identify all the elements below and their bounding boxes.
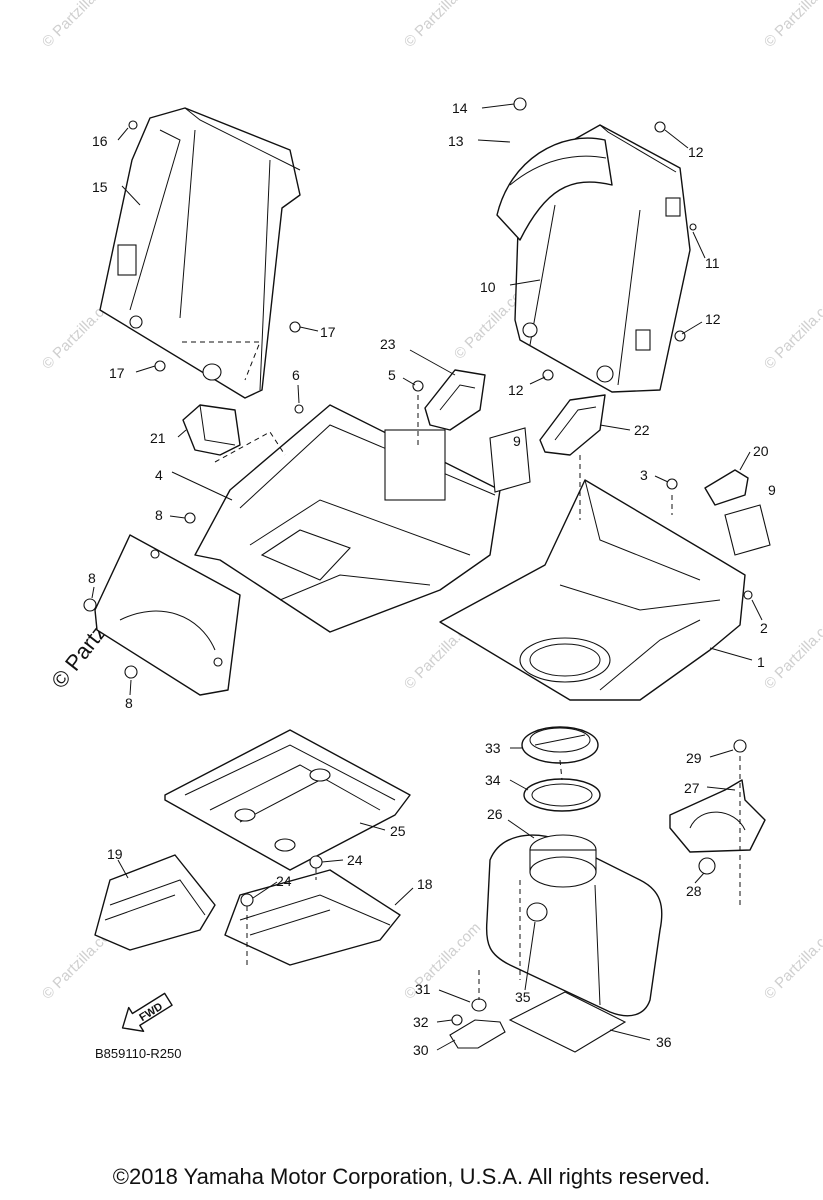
watermark: © Partzilla.com — [401, 919, 484, 1002]
callout-6: 6 — [292, 367, 300, 383]
watermark: © Partzilla.com — [39, 0, 122, 51]
callout-15: 15 — [92, 179, 108, 195]
callout-28: 28 — [686, 883, 702, 899]
part-21-bracket — [182, 404, 241, 456]
callout-20: 20 — [753, 443, 769, 459]
callout-32: 32 — [413, 1014, 429, 1030]
part-30-bracket — [449, 998, 506, 1049]
part-1-right-floor — [439, 479, 746, 701]
part-20-bracket — [704, 469, 749, 506]
callout-24: 24 — [276, 873, 292, 889]
callout-19: 19 — [107, 846, 123, 862]
callout-18: 18 — [417, 876, 433, 892]
callout-8: 8 — [155, 507, 163, 523]
part-36-pad — [508, 991, 627, 1053]
callout-27: 27 — [684, 780, 700, 796]
watermark: © Partzilla.com — [401, 0, 484, 51]
part-34-gasket — [523, 778, 601, 812]
callout-4: 4 — [155, 467, 163, 483]
callout-26: 26 — [487, 806, 503, 822]
part-9-pads — [489, 427, 771, 556]
part-18-guard — [224, 869, 401, 966]
callout-21: 21 — [150, 430, 166, 446]
part-lower-left-guard — [94, 534, 241, 696]
fasteners — [83, 97, 753, 1026]
callout-31: 31 — [415, 981, 431, 997]
watermark: © Partzilla.com — [761, 289, 823, 372]
callout-17: 17 — [320, 324, 336, 340]
part-28-grommet — [698, 857, 716, 875]
callout-24: 24 — [347, 852, 363, 868]
callouts: 1 2 3 4 5 6 8 8 8 9 9 10 11 12 12 12 13 … — [88, 100, 776, 1058]
part-15-left-panel — [99, 107, 301, 399]
part-10-right-panel — [496, 124, 691, 393]
callout-12: 12 — [688, 144, 704, 160]
callout-12: 12 — [705, 311, 721, 327]
callout-17: 17 — [109, 365, 125, 381]
part-4-left-floor — [194, 404, 501, 633]
callout-1: 1 — [757, 654, 765, 670]
callout-11: 11 — [705, 255, 720, 271]
part-33-fuel-cap — [521, 726, 599, 764]
callout-8: 8 — [88, 570, 96, 586]
callout-35: 35 — [515, 989, 531, 1005]
reference-code: B859110-R250 — [95, 1046, 182, 1061]
callout-9: 9 — [768, 482, 776, 498]
callout-33: 33 — [485, 740, 501, 756]
part-23-handle — [424, 369, 486, 431]
callout-14: 14 — [452, 100, 468, 116]
callout-2: 2 — [760, 620, 768, 636]
callout-12: 12 — [508, 382, 524, 398]
watermark: © Partzilla.com — [761, 919, 823, 1002]
callout-5: 5 — [388, 367, 396, 383]
callout-25: 25 — [390, 823, 406, 839]
part-26-fuel-tank — [485, 834, 663, 1017]
part-22-handle — [539, 394, 606, 456]
part-25-skid-frame — [164, 729, 411, 871]
callout-23: 23 — [380, 336, 396, 352]
leader-lines — [91, 103, 763, 1051]
callout-8: 8 — [125, 695, 133, 711]
callout-22: 22 — [634, 422, 650, 438]
callout-16: 16 — [92, 133, 108, 149]
watermark: © Partzilla.com — [761, 609, 823, 692]
callout-29: 29 — [686, 750, 702, 766]
callout-13: 13 — [448, 133, 464, 149]
callout-30: 30 — [413, 1042, 429, 1058]
parts-diagram: © Partzilla.com © Partzilla.com © Partzi… — [39, 0, 823, 1061]
callout-36: 36 — [656, 1034, 672, 1050]
copyright-notice: ©2018 Yamaha Motor Corporation, U.S.A. A… — [112, 1164, 711, 1189]
callout-34: 34 — [485, 772, 501, 788]
callout-9: 9 — [513, 433, 521, 449]
callout-10: 10 — [480, 279, 496, 295]
watermark: © Partzilla.com — [761, 0, 823, 51]
part-19-guard — [94, 854, 216, 951]
fwd-arrow-icon: FWD — [121, 992, 173, 1032]
part-27-bracket — [669, 779, 766, 853]
callout-3: 3 — [640, 467, 648, 483]
alignment-lines — [214, 395, 741, 1000]
